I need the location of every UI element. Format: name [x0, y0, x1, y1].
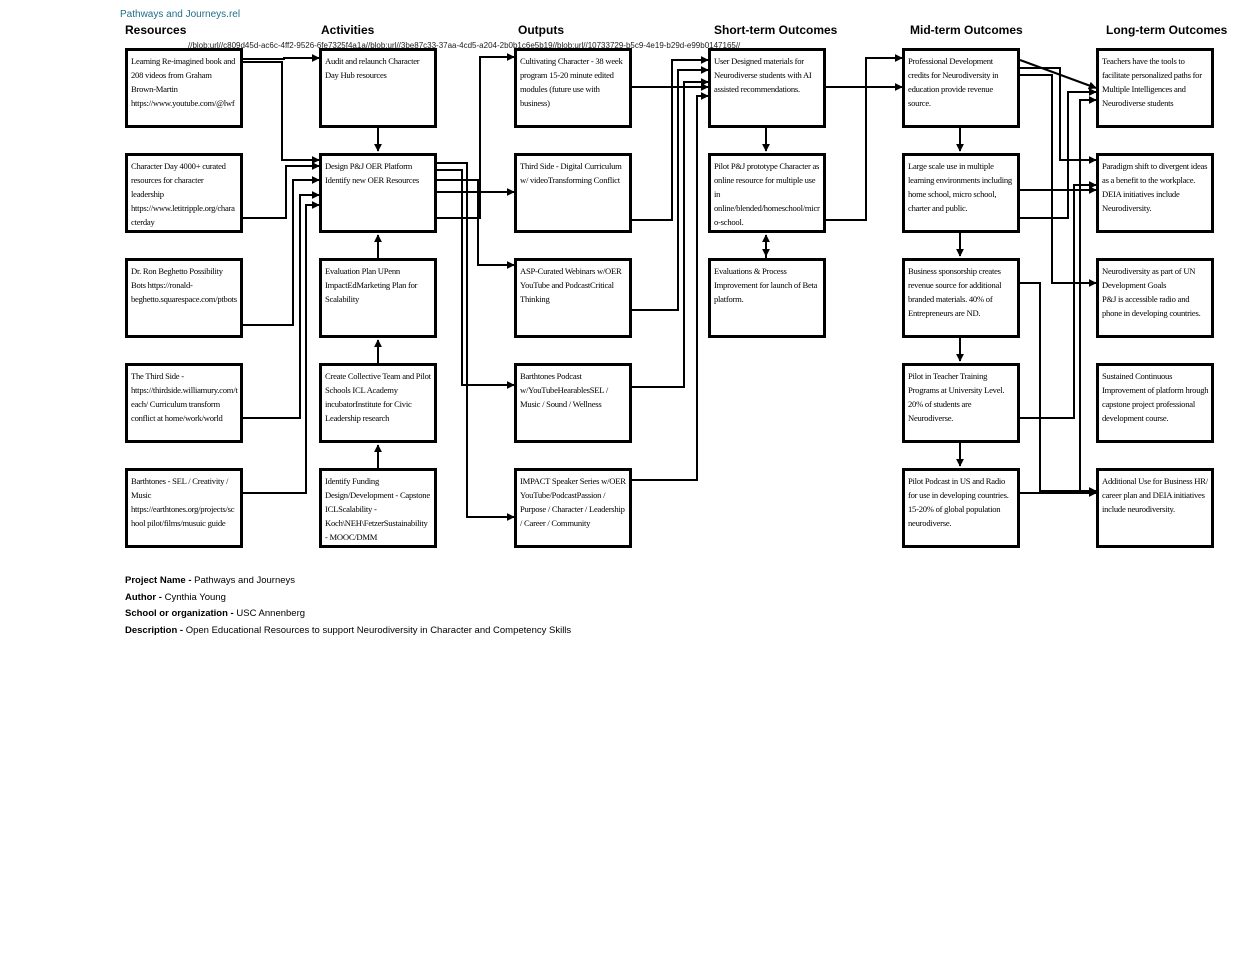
output-impact-speaker-series[interactable]: IMPACT Speaker Series w/OER YouTube/Podc…: [514, 468, 632, 548]
column-header-activities: Activities: [321, 23, 375, 37]
arrow-o2-s1: [632, 56, 709, 221]
document-title: Pathways and Journeys.rel: [120, 9, 241, 20]
arrow-m4-l2: [1020, 181, 1097, 419]
arrow-s2-m1: [826, 54, 903, 221]
arrow-m1-l5: [1020, 74, 1097, 287]
resource-possibility-bots[interactable]: Dr. Ron Beghetto Possibility Bots https:…: [125, 258, 243, 338]
long-term-teacher-tools[interactable]: Teachers have the tools to facilitate pe…: [1096, 48, 1214, 128]
arrow-o3-s1: [632, 66, 709, 311]
output-cultivating-character[interactable]: Cultivating Character - 38 week program …: [514, 48, 632, 128]
project-name: Pathways and Journeys: [194, 575, 296, 586]
activity-identify-funding[interactable]: Identify Funding Design/Development - Ca…: [319, 468, 437, 548]
arrow-r4-a2: [243, 191, 320, 419]
activity-audit-relaunch[interactable]: Audit and relaunch Character Day Hub res…: [319, 48, 437, 128]
school: USC Annenberg: [236, 608, 306, 619]
output-third-side-curriculum[interactable]: Third Side - Digital Curriculum w/ video…: [514, 153, 632, 233]
long-term-business-hr[interactable]: Additional Use for Business HR/ career p…: [1096, 468, 1214, 548]
long-term-paradigm-shift[interactable]: Paradigm shift to divergent ideas as a b…: [1096, 153, 1214, 233]
arrow-a2-o1: [437, 53, 515, 219]
school-label: School or organization -: [125, 608, 237, 619]
activity-design-oer-platform[interactable]: Design P&J OER Platform Identify new OER…: [319, 153, 437, 233]
output-asp-webinars[interactable]: ASP-Curated Webinars w/OER YouTube and P…: [514, 258, 632, 338]
arrow-r5-a2: [243, 201, 320, 494]
activity-evaluation-plan[interactable]: Evaluation Plan UPenn ImpactEdMarketing …: [319, 258, 437, 338]
short-term-evaluations[interactable]: Evaluations & Process Improvement for la…: [708, 258, 826, 338]
embedded-url-strip: //blob:url//c809d45d-ac6c-4ff2-9526-6fe7…: [188, 41, 741, 50]
description-label: Description -: [125, 624, 186, 636]
activity-collective-team[interactable]: Create Collective Team and Pilot Schools…: [319, 363, 437, 443]
long-term-un-goals[interactable]: Neurodiversity as part of UN Development…: [1096, 258, 1214, 338]
column-header-resources: Resources: [125, 23, 187, 37]
mid-term-pilot-podcast[interactable]: Pilot Podcast in US and Radio for use in…: [902, 468, 1020, 548]
arrow-m5-l1: [1020, 96, 1097, 494]
column-header-short-term: Short-term Outcomes: [714, 23, 838, 37]
arrow-m2-l1: [1020, 88, 1097, 219]
mid-term-large-scale-use[interactable]: Large scale use in multiple learning env…: [902, 153, 1020, 233]
long-term-continuous-improvement[interactable]: Sustained Continuous Improvement of plat…: [1096, 363, 1214, 443]
project-name-label: Project Name -: [125, 575, 195, 586]
resource-third-side[interactable]: The Third Side - https://thirdside.willi…: [125, 363, 243, 443]
arrow-r1-a1: [243, 54, 320, 62]
description: Open Educational Resources to support Ne…: [185, 624, 572, 636]
arrow-a2-o3: [437, 179, 515, 269]
short-term-user-designed-materials[interactable]: User Designed materials for Neurodiverse…: [708, 48, 826, 128]
resource-learning-reimagined[interactable]: Learning Re-imagined book and 208 videos…: [125, 48, 243, 128]
mid-term-teacher-training[interactable]: Pilot in Teacher Training Programs at Un…: [902, 363, 1020, 443]
resource-barthtones[interactable]: Barthtones - SEL / Creativity / Music ht…: [125, 468, 243, 548]
arrow-o4-s1: [632, 78, 709, 388]
author-label: Author -: [125, 591, 165, 603]
arrow-a2-o5: [437, 162, 515, 521]
resource-character-day[interactable]: Character Day 4000+ curated resources fo…: [125, 153, 243, 233]
arrow-a2-o4: [437, 169, 515, 389]
arrow-r1-a2: [243, 61, 320, 164]
column-header-long-term: Long-term Outcomes: [1106, 23, 1228, 37]
short-term-pilot-prototype[interactable]: Pilot P&J prototype Character as online …: [708, 153, 826, 233]
project-info: Project Name - Pathways and Journeys Aut…: [125, 573, 571, 639]
mid-term-professional-development[interactable]: Professional Development credits for Neu…: [902, 48, 1020, 128]
arrow-m1-l1: [1019, 59, 1097, 90]
arrow-m3-l5: [1020, 282, 1097, 495]
arrow-m1-l2: [1020, 67, 1097, 164]
output-barthtones-podcast[interactable]: Barthtones Podcast w/YouTubeHearablesSEL…: [514, 363, 632, 443]
arrow-r3-a2: [243, 176, 320, 326]
column-header-outputs: Outputs: [518, 23, 564, 37]
column-header-mid-term: Mid-term Outcomes: [910, 23, 1023, 37]
arrow-o5-s1: [632, 92, 709, 481]
mid-term-business-sponsorship[interactable]: Business sponsorship creates revenue sou…: [902, 258, 1020, 338]
arrow-r2-a2: [243, 162, 320, 219]
author: Cynthia Young: [164, 591, 226, 603]
